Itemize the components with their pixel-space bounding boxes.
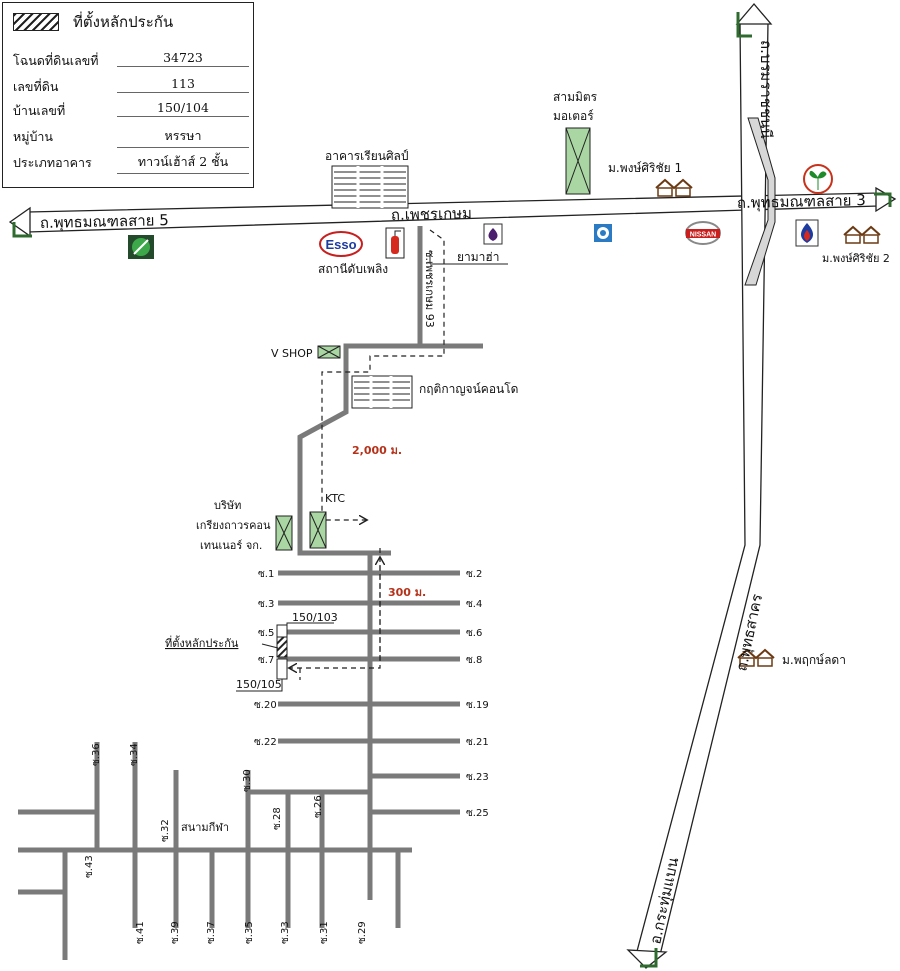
- svg-text:ซ.8: ซ.8: [466, 655, 482, 666]
- v-shop-building: [317, 345, 341, 359]
- svg-text:ซ.21: ซ.21: [466, 737, 489, 748]
- svg-text:ซ.33: ซ.33: [280, 921, 291, 944]
- svg-text:ซ.2: ซ.2: [466, 569, 482, 580]
- legend-title: ที่ตั้งหลักประกัน: [73, 13, 174, 31]
- ktc-building: [309, 511, 327, 549]
- info-row-village: หมู่บ้าน หรรษา: [13, 125, 249, 148]
- label-company-3: เทนเนอร์ จก.: [200, 539, 262, 552]
- svg-text:ซ.23: ซ.23: [466, 772, 489, 783]
- svg-text:Esso: Esso: [325, 237, 356, 252]
- nissan-logo: NISSAN: [685, 221, 721, 245]
- sub-roads: [18, 226, 483, 960]
- label-boromratchachonnani: ถ.บรมราชชนนี: [757, 40, 775, 139]
- ptt-station-icon: [795, 219, 819, 247]
- distance-300: 300 ม.: [388, 586, 426, 599]
- label-house-105: 150/105: [236, 678, 282, 691]
- svg-text:ซ.1: ซ.1: [258, 569, 274, 580]
- label-stadium: สนามกีฬา: [181, 821, 229, 834]
- label-collateral: ที่ตั้งหลักประกัน: [165, 635, 239, 650]
- soi-labels: ซ.1 ซ.2 ซ.3 ซ.4 ซ.5 ซ.6 ซ.7 ซ.8 ซ.19 ซ.2…: [84, 569, 489, 944]
- house-icon-pruksa: [737, 648, 775, 667]
- distance-labels: 2,000 ม. 300 ม.: [352, 444, 426, 599]
- green-flag-bottom: [640, 948, 658, 968]
- label-pongsiri-2: ม.พงษ์ศิริชัย 2: [822, 252, 890, 265]
- house-icon-pongsiri-2: [843, 225, 881, 244]
- svg-text:ซ.25: ซ.25: [466, 808, 489, 819]
- hatch-swatch-icon: [13, 13, 59, 31]
- label-buddhamonthon-5: ถ.พุทธมณฑลสาย 5: [40, 211, 169, 233]
- svg-text:ซ.6: ซ.6: [466, 628, 482, 639]
- svg-text:ซ.37: ซ.37: [206, 921, 217, 944]
- ktb-bank-icon: [594, 224, 612, 242]
- house-105-plot: [276, 658, 288, 680]
- svg-text:ซ.20: ซ.20: [254, 700, 277, 711]
- esso-logo: Esso: [319, 231, 363, 257]
- green-flag-right: [874, 192, 892, 207]
- art-building-block: [331, 165, 409, 209]
- info-row-house-no: บ้านเลขที่ 150/104: [13, 99, 249, 121]
- legend-header: ที่ตั้งหลักประกัน: [13, 11, 173, 33]
- svg-text:ซ.7: ซ.7: [258, 655, 274, 666]
- main-roads: [8, 2, 897, 969]
- route-dashed: [290, 229, 445, 680]
- bank-icon-green-left: [128, 235, 154, 259]
- sam-mit-building: [565, 127, 591, 195]
- svg-text:ซ.43: ซ.43: [84, 855, 95, 878]
- svg-text:ซ.26: ซ.26: [313, 795, 324, 818]
- svg-text:ซ.28: ซ.28: [272, 807, 283, 830]
- company-building: [275, 515, 293, 551]
- collateral-info-box: ที่ตั้งหลักประกัน โฉนดที่ดินเลขที่ 34723…: [2, 2, 254, 188]
- scb-bank-icon: [483, 223, 503, 245]
- label-yamaha: ยามาฮ่า: [457, 250, 499, 264]
- svg-text:ซ.29: ซ.29: [357, 921, 368, 944]
- left-arrow-head: [8, 206, 31, 238]
- svg-text:ซ.36: ซ.36: [91, 743, 102, 766]
- fire-extinguisher-icon: [385, 227, 405, 259]
- svg-text:ซ.19: ซ.19: [466, 700, 489, 711]
- label-art-building: อาคารเรียนศิลป์: [325, 149, 409, 163]
- info-row-building-type: ประเภทอาคาร ทาวน์เฮ้าส์ 2 ชั้น: [13, 151, 249, 174]
- distance-2000: 2,000 ม.: [352, 444, 402, 457]
- svg-text:ซ.22: ซ.22: [254, 737, 277, 748]
- label-phetkasem: ถ.เพชรเกษม: [391, 204, 472, 224]
- right-arrow-head: [875, 186, 897, 213]
- label-sam-mit-1: สามมิตร: [553, 90, 598, 104]
- label-pongsiri-1: ม.พงษ์ศิริชัย 1: [608, 161, 682, 175]
- label-condo: กฤติกาญจน์คอนโด: [419, 382, 518, 396]
- svg-text:ซ.34: ซ.34: [129, 743, 140, 766]
- condo-block: [351, 375, 413, 409]
- collateral-plot: [276, 636, 288, 658]
- green-flag-left: [12, 222, 32, 238]
- svg-text:ซ.39: ซ.39: [170, 921, 181, 944]
- place-labels: อาคารเรียนศิลป์ สามมิตร มอเตอร์ ม.พงษ์ศิ…: [165, 90, 890, 834]
- svg-text:NISSAN: NISSAN: [690, 232, 716, 239]
- svg-text:ซ.30: ซ.30: [242, 769, 253, 792]
- overpass: [744, 117, 776, 286]
- label-pruksa: ม.พฤกษ์ลดา: [782, 653, 846, 667]
- label-company-1: บริษัท: [214, 499, 241, 512]
- label-phetkasem-93: ซ.เพชรเกษม 93: [423, 250, 436, 328]
- svg-text:ซ.5: ซ.5: [258, 628, 274, 639]
- green-flag-top: [736, 12, 752, 38]
- top-arrow-head: [735, 2, 773, 25]
- house-icon-pongsiri-1: [655, 178, 693, 197]
- label-sam-mit-2: มอเตอร์: [553, 109, 594, 123]
- svg-text:ซ.4: ซ.4: [466, 599, 482, 610]
- info-row-land-no: เลขที่ดิน 113: [13, 75, 249, 97]
- svg-text:ซ.35: ซ.35: [244, 921, 255, 944]
- svg-text:ซ.3: ซ.3: [258, 599, 274, 610]
- house-103-plot: [276, 624, 288, 638]
- svg-text:ซ.41: ซ.41: [135, 921, 146, 944]
- label-company-2: เกรียงถาวรคอน: [196, 519, 271, 532]
- bank-icon-kasikorn: [803, 164, 833, 194]
- svg-text:ซ.31: ซ.31: [319, 921, 330, 944]
- info-row-deed: โฉนดที่ดินเลขที่ 34723: [13, 49, 249, 71]
- label-house-103: 150/103: [292, 611, 338, 624]
- label-fire-station: สถานีดับเพลิง: [318, 262, 388, 276]
- label-v-shop: V SHOP: [271, 347, 313, 360]
- svg-text:ซ.32: ซ.32: [160, 819, 171, 842]
- label-ktc: KTC: [325, 492, 345, 505]
- label-buddhamonthon-3: ถ.พุทธมณฑลสาย 3: [737, 191, 866, 213]
